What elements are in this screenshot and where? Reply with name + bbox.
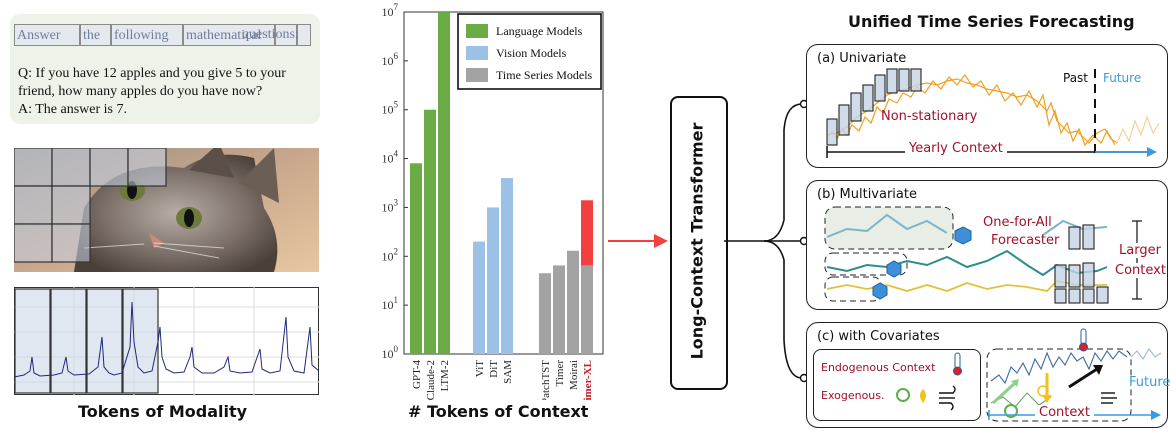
bar-timer — [553, 265, 565, 354]
bar-gpt-4 — [410, 163, 422, 354]
x-tick-label: SAM — [502, 360, 514, 384]
covariates-future-label: Future — [1129, 375, 1171, 390]
larger-context-label-1: Larger — [1119, 243, 1161, 258]
legend-swatch — [466, 68, 488, 82]
bar-sam — [501, 178, 513, 354]
y-tick-label: 107 — [382, 2, 399, 19]
nonstationary-label: Non-stationary — [881, 109, 978, 124]
yearly-context-label: Yearly Context — [905, 141, 1007, 156]
univariate-title: (a) Univariate — [817, 51, 907, 66]
x-tick-label: LTM-2 — [439, 360, 451, 391]
y-tick-label: 101 — [382, 295, 399, 312]
text-token: following — [111, 24, 183, 46]
connector-lines — [724, 99, 809, 383]
legend-swatch — [466, 46, 488, 60]
y-tick-label: 106 — [382, 51, 399, 68]
x-tick-label: PatchTST — [540, 360, 552, 400]
forecasting-title: Unified Time Series Forecasting — [848, 12, 1135, 31]
sun-icon — [920, 389, 926, 403]
bar-patchtst — [539, 273, 551, 354]
bar-moirai — [567, 250, 579, 354]
y-tick-label: 102 — [382, 246, 399, 263]
y-tick-label: 105 — [382, 100, 399, 117]
bar-dit — [487, 207, 499, 354]
one-for-all-label-2: Forecaster — [991, 233, 1060, 248]
transformer-label: Long-Context Transformer — [687, 122, 707, 360]
covariates-legend — [813, 349, 981, 421]
bar-highlight-timer-xl — [581, 200, 593, 266]
context-caption: # Tokens of Context — [408, 402, 589, 421]
multivariate-title: (b) Multivariate — [817, 187, 917, 202]
thermometer-icon — [953, 352, 962, 376]
multivariate-panel: (b) Multivariate One-for-All Forecaster … — [806, 180, 1168, 310]
text-modality-panel: Answer the following mathematical Q: If … — [10, 14, 320, 124]
bar-timer-xl — [581, 265, 593, 354]
light-icon — [896, 388, 910, 402]
bar-claude-2 — [424, 109, 436, 354]
covariates-title: (c) with Covariates — [817, 329, 940, 344]
endogenous-label: Endogenous Context — [821, 361, 936, 374]
y-tick-label: 104 — [382, 149, 399, 166]
wind-icon — [939, 385, 956, 411]
legend-label: Language Models — [496, 24, 583, 38]
past-label: Past — [1063, 71, 1089, 85]
x-tick-label: Claude-2 — [425, 360, 437, 400]
univariate-panel: (a) Univariate Non-stationary Past Futur… — [806, 44, 1168, 168]
x-tick-label: DiT — [488, 360, 500, 378]
answer-line: A: The answer is 7. — [18, 102, 127, 117]
legend-label: Time Series Models — [496, 68, 593, 82]
text-token: mathematical — [183, 24, 275, 46]
y-tick-label: 103 — [382, 197, 399, 214]
text-token: the — [80, 24, 111, 46]
text-token-overflow: questions: — [242, 27, 299, 42]
y-tick-label: 100 — [382, 344, 399, 361]
question-line-2: friend, how many apples do you have now? — [18, 84, 263, 99]
larger-context-label-2: Context — [1115, 263, 1166, 278]
one-for-all-label-1: One-for-All — [983, 215, 1052, 230]
legend-label: Vision Models — [496, 46, 567, 60]
covariates-context-label: Context — [1035, 405, 1094, 420]
text-token — [297, 24, 311, 46]
bar-vit — [473, 241, 485, 354]
cat-image — [14, 148, 319, 272]
transformer-block — [670, 96, 728, 390]
legend-swatch — [466, 24, 488, 38]
x-tick-label: Timer-XL — [582, 360, 594, 400]
text-token — [275, 24, 297, 46]
x-tick-label: ViT — [474, 360, 486, 377]
modality-caption: Tokens of Modality — [78, 402, 248, 421]
cube-icon — [872, 226, 972, 300]
red-arrow-icon — [608, 234, 668, 248]
exogenous-label: Exogenous. — [821, 389, 885, 402]
covariates-panel: (c) with Covariates Endogenous Context E… — [806, 322, 1171, 428]
future-label: Future — [1103, 71, 1142, 85]
x-tick-label: Timer — [554, 360, 566, 387]
x-tick-label: Moirai — [568, 360, 580, 390]
time-series-plot — [13, 287, 320, 395]
x-tick-label: GPT-4 — [411, 360, 423, 389]
question-line-1: Q: If you have 12 apples and you give 5 … — [18, 66, 286, 81]
bar-ltm-2 — [438, 12, 450, 354]
text-token: Answer — [14, 24, 80, 46]
